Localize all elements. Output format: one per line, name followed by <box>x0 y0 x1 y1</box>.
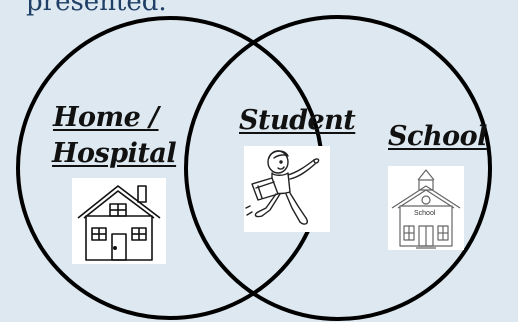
schoolhouse-icon: School <box>388 166 464 250</box>
school-label: School <box>388 121 487 152</box>
right-circle <box>184 15 492 321</box>
school-sign-text: School <box>414 210 436 217</box>
home-hospital-label-line1: Home / <box>53 102 159 133</box>
partial-caption-text: presented. <box>26 0 167 17</box>
home-hospital-label-line2: Hospital <box>52 138 177 169</box>
student-label: Student <box>239 105 356 136</box>
running-student-icon <box>244 146 330 232</box>
house-icon <box>72 178 166 264</box>
